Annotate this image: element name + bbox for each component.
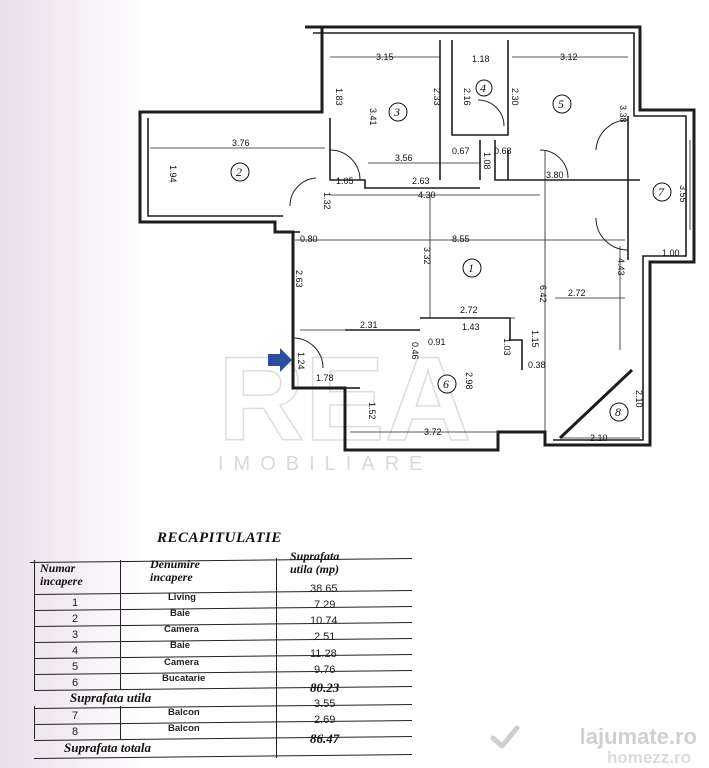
dim-label: 0.46 — [410, 342, 420, 360]
room-marker — [609, 402, 629, 422]
dim-label: 2.33 — [432, 88, 442, 106]
dim-label: 1.43 — [462, 322, 480, 332]
room-number: 1 — [468, 261, 474, 275]
dim-label: 3.56 — [395, 153, 413, 163]
dim-label: 1.52 — [367, 402, 377, 420]
room-marker — [437, 374, 457, 394]
room-marker — [552, 94, 572, 114]
dim-label: 1.15 — [530, 330, 540, 348]
dim-label: 3.12 — [560, 52, 578, 62]
interior-walls — [290, 40, 640, 440]
subtotal-value: 80.23 — [310, 680, 340, 695]
room-marker — [652, 182, 672, 202]
room-number: 6 — [443, 377, 449, 391]
dim-label: 6.42 — [538, 285, 548, 303]
watermark-subtitle: IMOBILIARE — [218, 453, 432, 475]
room-markers: 1 2 3 4 5 6 7 8 — [230, 79, 672, 422]
dim-label: 1.18 — [472, 54, 490, 64]
dim-label: 0.80 — [300, 234, 318, 244]
room-number: 5 — [558, 97, 564, 111]
dim-label: 4.30 — [418, 190, 436, 200]
paper-shading — [0, 0, 150, 768]
dim-label: 3.72 — [424, 427, 442, 437]
room-marker — [462, 258, 482, 278]
dim-label: 1.05 — [336, 176, 354, 186]
dim-label: 2.72 — [568, 288, 586, 298]
dim-label: 2.10 — [634, 390, 644, 408]
room-marker — [388, 102, 408, 122]
dim-label: 0.68 — [494, 146, 512, 156]
dim-label: 1.08 — [482, 152, 492, 170]
room-marker — [475, 79, 493, 97]
header-name: Denumire incapere — [150, 557, 201, 584]
entrance-arrow-icon — [268, 348, 292, 372]
total-value: 86.47 — [310, 731, 340, 746]
floor-plan: REA IMOBILIARE — [138, 25, 696, 475]
header-area: Suprafata utila (mp) — [290, 549, 340, 576]
dimension-lines — [150, 56, 691, 439]
room-marker — [230, 162, 250, 182]
dim-label: 3.15 — [376, 52, 394, 62]
dim-label: 2.31 — [360, 320, 378, 330]
dim-label: 1.78 — [316, 373, 334, 383]
dim-label: 1.83 — [334, 88, 344, 106]
dim-label: 1.94 — [168, 165, 178, 183]
dim-label: 1.00 — [662, 248, 680, 258]
dim-label: 3.38 — [618, 105, 628, 123]
dim-label: 2.10 — [590, 433, 608, 443]
header-number: Numar incapere — [40, 561, 83, 588]
dim-label: 3.41 — [368, 108, 378, 126]
dim-label: 4.43 — [616, 258, 626, 276]
subtotal-label: Suprafata utila — [70, 690, 152, 705]
dim-label: 2.72 — [460, 305, 478, 315]
room-number: 7 — [658, 185, 665, 199]
dim-label: 3.32 — [422, 247, 432, 265]
site-watermark-secondary: homezz.ro — [606, 748, 691, 767]
dim-label: 0.91 — [428, 337, 446, 347]
site-watermark: lajumate.ro — [579, 724, 697, 749]
dim-label: 2.63 — [412, 176, 430, 186]
dim-label: 8.55 — [452, 234, 470, 244]
watermark-check-icon — [490, 725, 520, 749]
dim-label: 2.16 — [462, 88, 472, 106]
dim-label: 2.63 — [294, 270, 304, 288]
dim-label: 1.03 — [502, 338, 512, 356]
door-swings — [289, 99, 629, 369]
dim-label: 1.24 — [296, 352, 306, 370]
dim-label: 0.67 — [452, 146, 470, 156]
dim-label: 2.98 — [464, 372, 474, 390]
outer-walls — [138, 25, 696, 452]
total-label: Suprafata totala — [64, 740, 152, 755]
dim-label: 3.80 — [546, 170, 564, 180]
dim-label: 0.38 — [528, 360, 546, 370]
recap-title: RECAPITULATIE — [157, 530, 282, 546]
room-number: 3 — [393, 105, 400, 119]
dimension-labels: 3.15 1.18 3.12 1.83 2.33 2.16 2.30 3.41 … — [168, 52, 688, 443]
dim-label: 2.30 — [510, 88, 520, 106]
room-number: 4 — [480, 81, 486, 95]
dim-label: 3.76 — [232, 138, 250, 148]
room-number: 2 — [236, 165, 242, 179]
room-number: 8 — [615, 405, 621, 419]
dim-label: 3.55 — [678, 185, 688, 203]
dim-label: 1.32 — [322, 192, 332, 210]
